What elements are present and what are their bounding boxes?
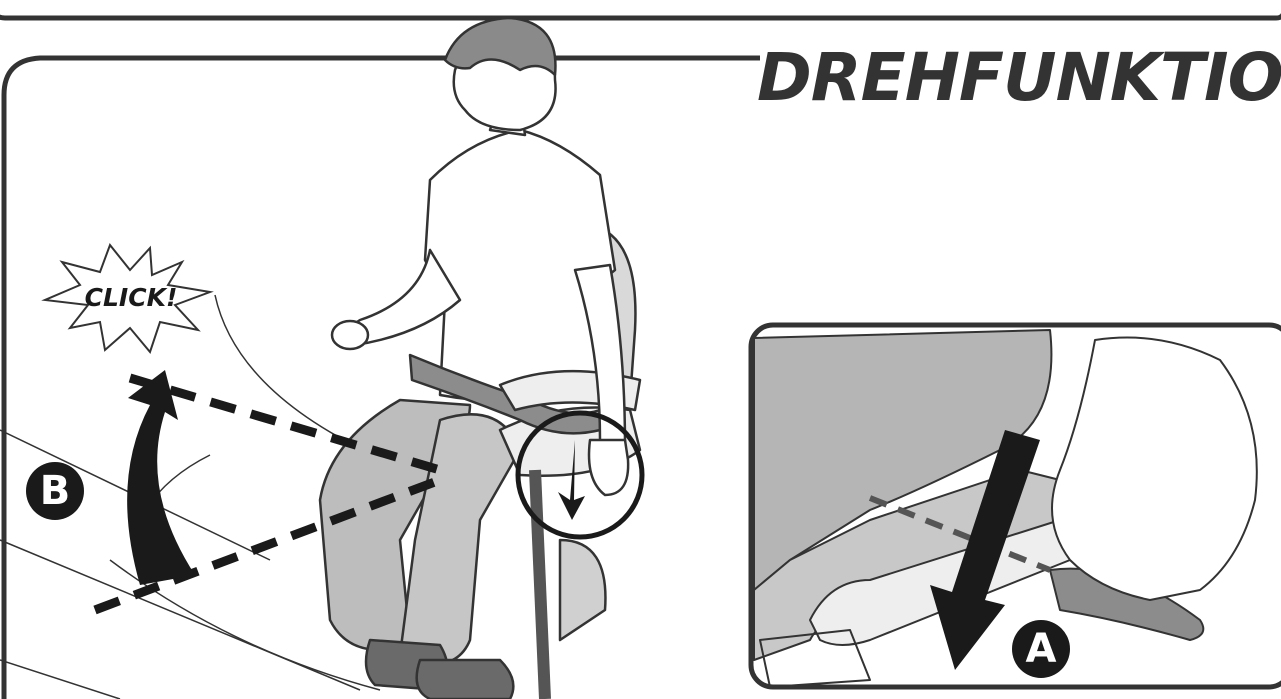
badge-b: B (26, 462, 84, 520)
page-title: DREHFUNKTION (757, 38, 1281, 118)
rotation-arrow-b (127, 370, 195, 585)
top-frame-border (0, 0, 1281, 18)
click-label: CLICK! (56, 283, 206, 312)
person-figure (320, 18, 640, 699)
badge-a: A (1012, 620, 1070, 678)
